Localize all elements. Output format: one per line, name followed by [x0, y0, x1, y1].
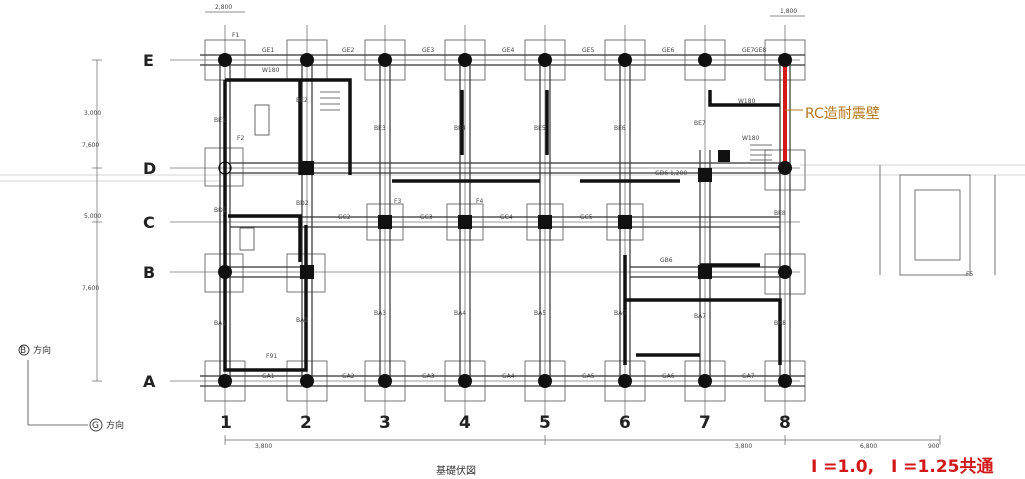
svg-text:BA6: BA6: [614, 310, 626, 317]
svg-text:BE5: BE5: [534, 125, 546, 132]
svg-text:GC5: GC5: [580, 214, 593, 221]
col-label-1: 1: [220, 413, 232, 433]
svg-text:GB6: GB6: [660, 257, 673, 264]
col-label-3: 3: [379, 413, 391, 433]
column-labels: 1 2 3 4 5 6 7 8: [220, 413, 791, 433]
side-detail: [879, 165, 996, 276]
row-labels: E D C B A: [143, 51, 156, 391]
svg-text:GA2: GA2: [342, 373, 355, 380]
col-label-2: 2: [300, 413, 312, 433]
background-scan-noise: [0, 164, 1025, 182]
dimension-text: 3,800 3,800 6,800 900 7,600 3,000 7,600 …: [82, 4, 940, 450]
svg-text:F5: F5: [966, 271, 973, 278]
y-direction-label: 方向: [33, 344, 51, 356]
col-label-6: 6: [619, 413, 631, 433]
svg-text:7,600: 7,600: [82, 285, 99, 292]
svg-text:GE8: GE8: [754, 47, 766, 54]
svg-text:F4: F4: [476, 198, 483, 205]
svg-text:GA1: GA1: [262, 373, 275, 380]
x-direction-mark: G: [92, 421, 99, 431]
svg-text:6,800: 6,800: [860, 443, 877, 450]
square-columns: [300, 150, 730, 279]
svg-text:BD2: BD2: [296, 200, 309, 207]
foundation-labels: F1 F2 F3 F4 F5 F91: [232, 32, 973, 360]
svg-text:BE7: BE7: [694, 120, 706, 127]
svg-text:BA5: BA5: [534, 310, 546, 317]
col-label-8: 8: [779, 413, 791, 433]
stair-core: [239, 91, 772, 251]
svg-text:W180: W180: [738, 98, 756, 105]
wall-labels: W180 W180 W180: [262, 67, 760, 142]
svg-text:BD1: BD1: [214, 207, 227, 214]
svg-text:W180: W180: [742, 135, 760, 142]
dimension-lines: [92, 11, 941, 445]
svg-text:5,000: 5,000: [84, 213, 101, 220]
row-label-a: A: [143, 372, 156, 391]
importance-factor-note: I =1.0, I =1.25共通: [811, 457, 994, 477]
svg-text:2,800: 2,800: [215, 4, 232, 11]
x-direction-label: 方向: [106, 419, 124, 431]
beam-labels-bottom: GA1 GA2 GA3 GA4 GA5 GA6 GA7: [262, 373, 755, 380]
drawing-title: 基礎伏図: [436, 464, 476, 477]
svg-text:BA8: BA8: [774, 320, 786, 327]
svg-text:GA4: GA4: [502, 373, 515, 380]
svg-text:900: 900: [928, 443, 940, 450]
svg-text:GA6: GA6: [662, 373, 675, 380]
svg-text:GE1: GE1: [262, 47, 274, 54]
svg-text:GA5: GA5: [582, 373, 595, 380]
svg-text:BA3: BA3: [374, 310, 386, 317]
svg-text:BA4: BA4: [454, 310, 466, 317]
svg-text:GD6 1,200: GD6 1,200: [655, 170, 687, 177]
svg-text:GA7: GA7: [742, 373, 755, 380]
svg-text:GE5: GE5: [582, 47, 594, 54]
row-label-c: C: [143, 213, 155, 232]
svg-text:GC3: GC3: [420, 214, 433, 221]
beam-labels-top: GE1 GE2 GE3 GE4 GE5 GE6 GE7 GE8: [262, 47, 766, 54]
beam-labels-middle: GC2 GC3 GC4 GC5 GB6 GD6 1,200: [338, 170, 687, 264]
svg-text:BE3: BE3: [374, 125, 386, 132]
open-columns: [218, 161, 232, 175]
svg-text:BE2: BE2: [296, 97, 308, 104]
svg-text:F91: F91: [266, 353, 277, 360]
columns: [218, 53, 792, 388]
svg-text:F3: F3: [394, 198, 401, 205]
y-direction-mark: B: [20, 346, 26, 356]
row-label-d: D: [143, 159, 156, 178]
row-label-b: B: [143, 263, 155, 282]
svg-text:3,800: 3,800: [735, 443, 752, 450]
svg-text:GE7: GE7: [742, 47, 754, 54]
svg-text:GE3: GE3: [422, 47, 434, 54]
svg-text:W180: W180: [262, 67, 280, 74]
col-label-5: 5: [539, 413, 551, 433]
col-label-7: 7: [699, 413, 711, 433]
svg-text:3,000: 3,000: [84, 110, 101, 117]
direction-legend: B G 方向 方向: [18, 344, 124, 432]
svg-text:GE6: GE6: [662, 47, 674, 54]
svg-text:7,600: 7,600: [82, 142, 99, 149]
svg-text:BE4: BE4: [454, 125, 466, 132]
svg-text:F1: F1: [232, 32, 239, 39]
shear-wall-callout: RC造耐震壁: [805, 106, 880, 122]
row-label-e: E: [143, 51, 154, 70]
svg-text:BE6: BE6: [614, 125, 626, 132]
col-label-4: 4: [459, 413, 471, 433]
beam-labels-vertical: BE1 BE2 BE3 BE4 BE5 BE6 BE7 BE8 BA1 BA2 …: [214, 97, 786, 327]
svg-text:BA7: BA7: [694, 313, 706, 320]
svg-text:GA3: GA3: [422, 373, 435, 380]
svg-text:GE4: GE4: [502, 47, 514, 54]
svg-text:3,800: 3,800: [255, 443, 272, 450]
walls: [223, 78, 782, 372]
svg-text:BE1: BE1: [214, 117, 226, 124]
svg-text:BA2: BA2: [296, 317, 308, 324]
svg-text:1,800: 1,800: [780, 8, 797, 15]
svg-text:BA1: BA1: [214, 320, 226, 327]
svg-text:F2: F2: [237, 135, 244, 142]
svg-text:GE2: GE2: [342, 47, 354, 54]
svg-text:GC4: GC4: [500, 214, 513, 221]
svg-text:GC2: GC2: [338, 214, 351, 221]
svg-text:BE8: BE8: [774, 210, 786, 217]
